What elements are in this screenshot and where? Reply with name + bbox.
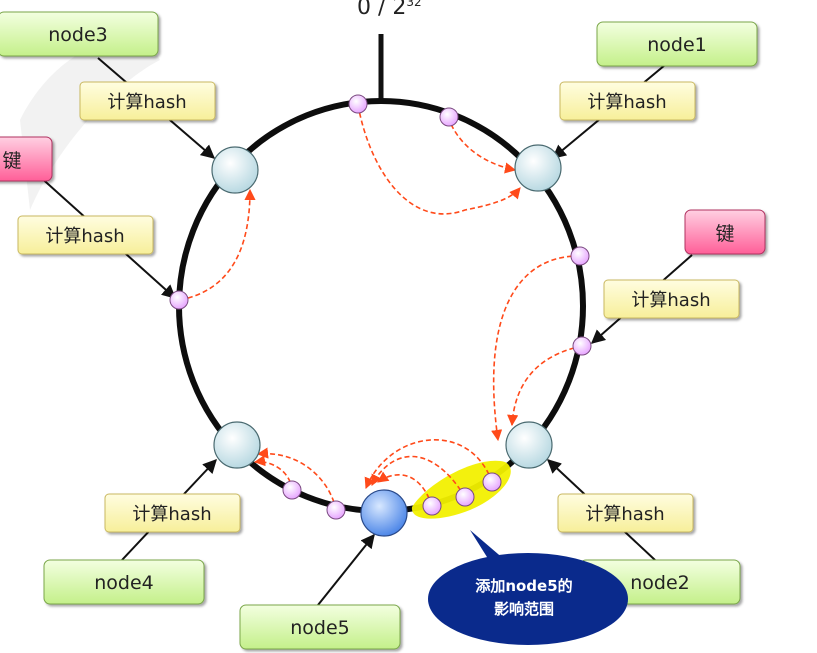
hash-label-boxes: 计算hash 计算hash 计算hash 计算hash 计算hash 计算has… bbox=[17, 81, 740, 533]
hash-box-node3: 计算hash bbox=[79, 81, 216, 121]
key-points bbox=[169, 94, 592, 520]
impact-range-callout: 添加node5的 影响范围 bbox=[428, 530, 628, 645]
node3-box: node3 bbox=[0, 11, 159, 57]
hash-box-right-key: 计算hash bbox=[603, 279, 740, 319]
node2-point bbox=[505, 421, 553, 469]
key-box-left: 键 bbox=[0, 136, 53, 182]
key-point bbox=[169, 290, 189, 310]
key-point bbox=[570, 246, 590, 266]
node5-box: node5 bbox=[239, 604, 401, 650]
node4-point bbox=[213, 421, 261, 469]
key-boxes: 键 键 bbox=[0, 136, 766, 255]
node1-point bbox=[514, 144, 562, 192]
node4-label: node4 bbox=[94, 572, 154, 594]
ring-origin-label: 0 / 232 bbox=[357, 0, 422, 20]
node5-point bbox=[360, 489, 408, 537]
key-point bbox=[439, 107, 459, 127]
node4-box: node4 bbox=[43, 559, 205, 605]
hash-box-node2: 计算hash bbox=[557, 493, 694, 533]
key-box-right: 键 bbox=[684, 209, 766, 255]
node1-box: node1 bbox=[596, 21, 758, 67]
svg-text:计算hash: 计算hash bbox=[107, 92, 186, 113]
svg-text:计算hash: 计算hash bbox=[587, 92, 666, 113]
key-point bbox=[422, 496, 442, 516]
svg-text:键: 键 bbox=[2, 150, 21, 172]
node3-point bbox=[211, 146, 259, 194]
key-point bbox=[482, 472, 502, 492]
callout-line2: 影响范围 bbox=[494, 600, 554, 618]
hash-box-left-key: 计算hash bbox=[17, 215, 154, 255]
svg-text:计算hash: 计算hash bbox=[631, 290, 710, 311]
node3-label: node3 bbox=[48, 24, 108, 46]
hash-box-node4: 计算hash bbox=[104, 493, 241, 533]
svg-text:计算hash: 计算hash bbox=[45, 226, 124, 247]
node1-label: node1 bbox=[647, 34, 707, 56]
svg-text:键: 键 bbox=[715, 223, 734, 245]
key-point bbox=[348, 94, 368, 114]
svg-text:计算hash: 计算hash bbox=[585, 504, 664, 525]
svg-text:计算hash: 计算hash bbox=[132, 504, 211, 525]
hash-box-node1: 计算hash bbox=[559, 81, 696, 121]
callout-line1: 添加node5的 bbox=[475, 577, 572, 595]
key-point bbox=[326, 500, 346, 520]
key-point bbox=[282, 480, 302, 500]
decorative-background-stroke bbox=[20, 40, 160, 210]
node-points bbox=[211, 144, 562, 537]
key-point bbox=[455, 487, 475, 507]
node5-label: node5 bbox=[290, 617, 350, 639]
key-point bbox=[572, 336, 592, 356]
node2-label: node2 bbox=[630, 572, 690, 594]
